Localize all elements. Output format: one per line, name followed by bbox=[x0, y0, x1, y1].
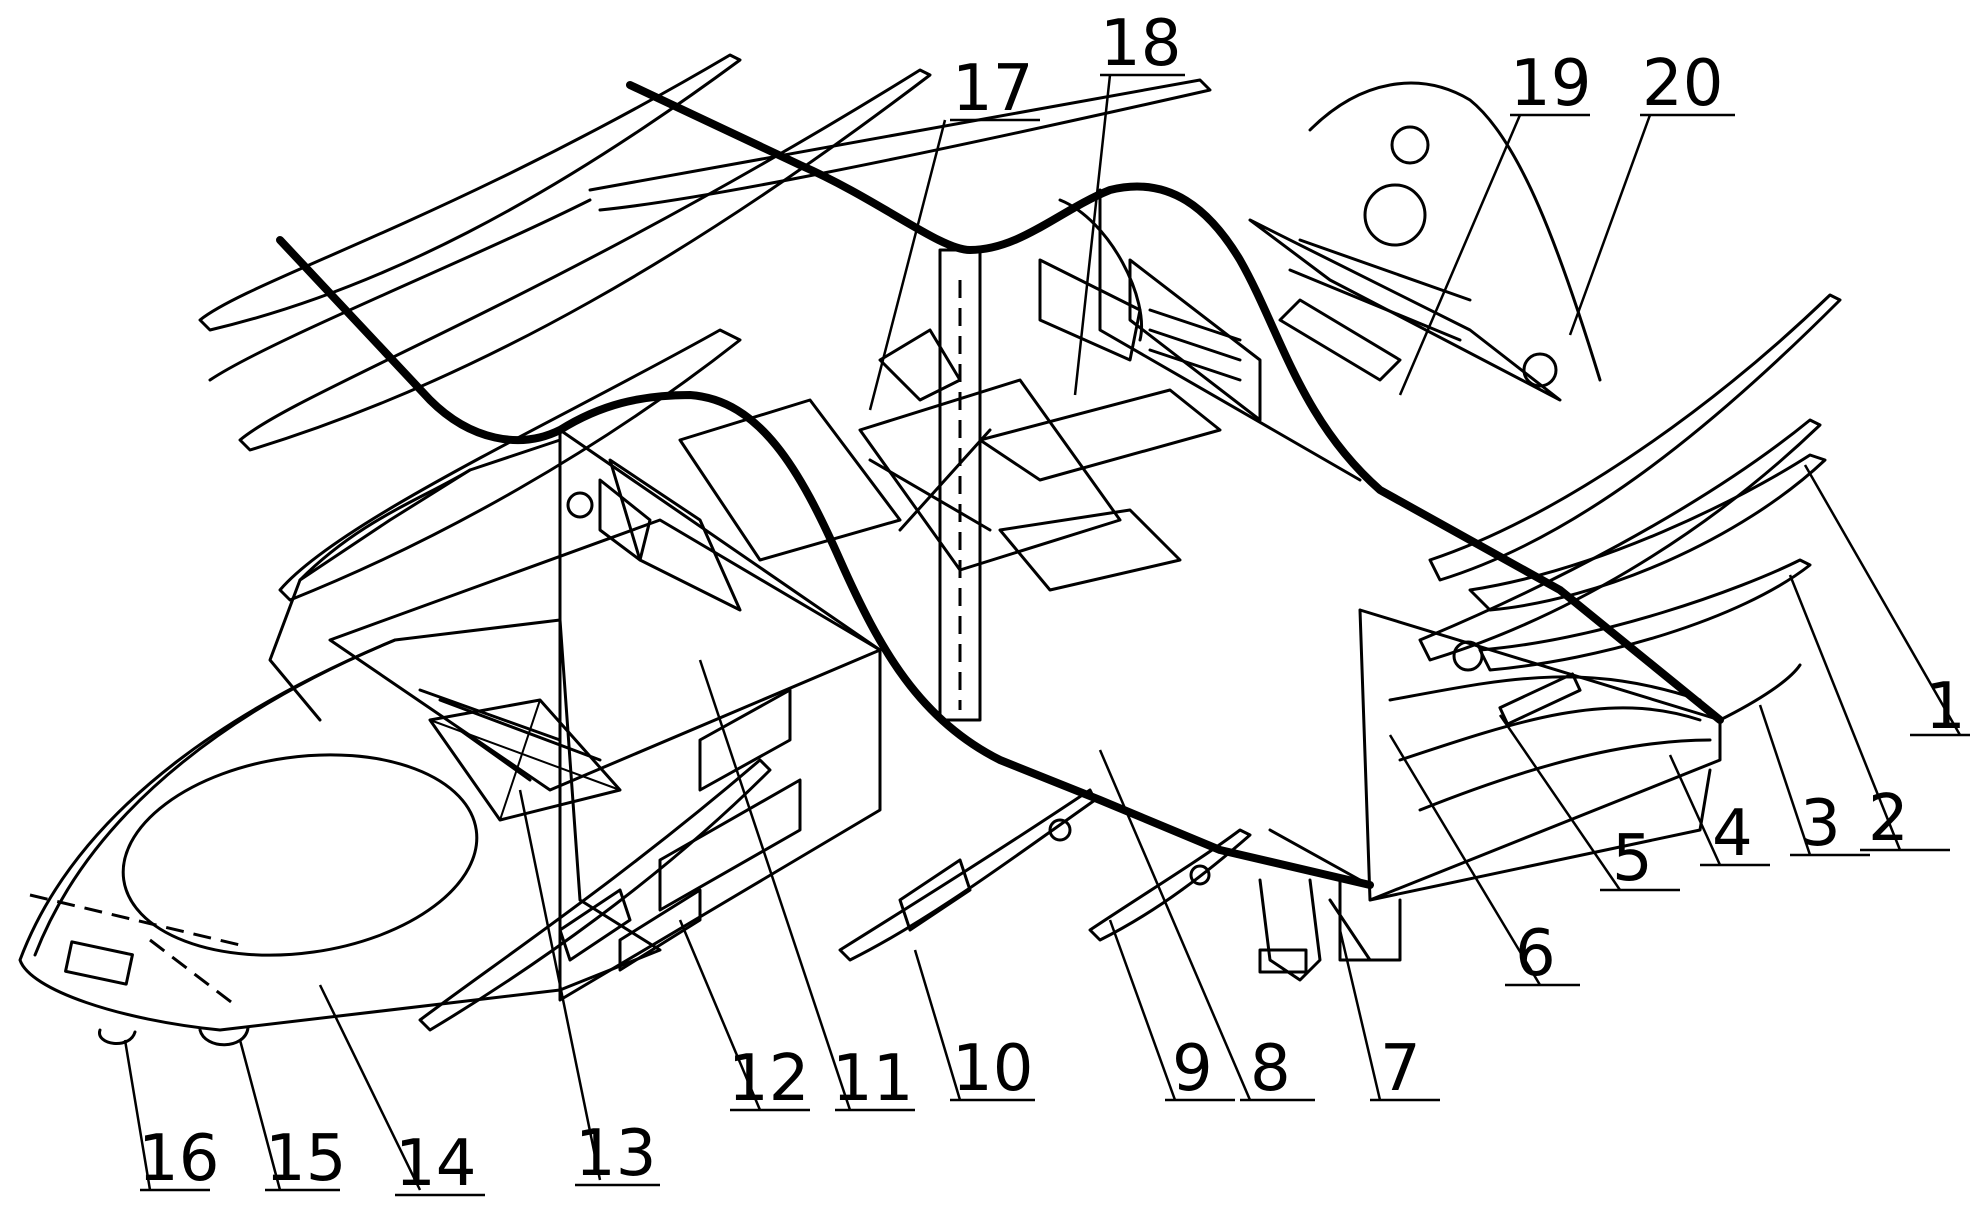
callout-1: 1 bbox=[1925, 670, 1966, 744]
upper-longeron-front bbox=[280, 240, 1370, 885]
callout-4: 4 bbox=[1712, 797, 1753, 871]
callout-8: 8 bbox=[1250, 1032, 1291, 1106]
callout-11: 11 bbox=[832, 1042, 913, 1116]
callout-5: 5 bbox=[1612, 822, 1653, 896]
callout-16: 16 bbox=[138, 1122, 219, 1196]
callout-7: 7 bbox=[1380, 1032, 1421, 1106]
callout-17: 17 bbox=[952, 52, 1033, 126]
callout-20: 20 bbox=[1642, 47, 1723, 121]
callout-underlines bbox=[140, 75, 1970, 1195]
leader-17 bbox=[870, 120, 945, 410]
callout-3: 3 bbox=[1800, 787, 1841, 861]
callout-14: 14 bbox=[395, 1127, 476, 1201]
callout-2: 2 bbox=[1868, 782, 1909, 856]
callout-6: 6 bbox=[1515, 917, 1556, 991]
callout-18: 18 bbox=[1100, 7, 1181, 81]
nose-section bbox=[20, 620, 660, 1045]
callout-12: 12 bbox=[728, 1042, 809, 1116]
leader-5 bbox=[1500, 715, 1620, 890]
leader-lines bbox=[125, 75, 1960, 1190]
central-bulkhead bbox=[880, 190, 1360, 720]
callout-9: 9 bbox=[1172, 1032, 1213, 1106]
leader-20 bbox=[1570, 115, 1650, 335]
callout-15: 15 bbox=[265, 1122, 346, 1196]
leader-9 bbox=[1110, 920, 1175, 1100]
callout-13: 13 bbox=[575, 1117, 656, 1191]
upper-longeron-rear bbox=[630, 85, 1720, 720]
left-side-panel bbox=[270, 430, 880, 1000]
leader-7 bbox=[1340, 930, 1380, 1100]
rear-tail-section bbox=[1250, 83, 1600, 400]
fin-ribs bbox=[200, 55, 1840, 1030]
callout-19: 19 bbox=[1510, 47, 1591, 121]
callout-10: 10 bbox=[952, 1032, 1033, 1106]
